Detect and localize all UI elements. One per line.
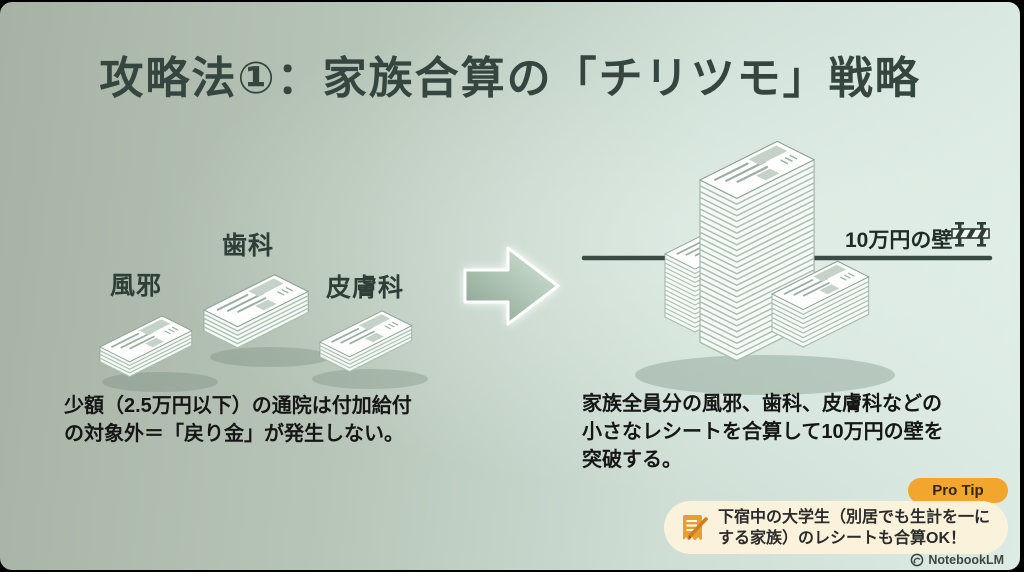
receipt-stack-short [770,260,870,348]
pro-tip-badge: Pro Tip [908,478,1008,503]
receipt-stack-dental [202,274,310,349]
receipt-stack-tall [698,140,816,362]
label-cold: 風邪 [110,272,163,300]
notebooklm-icon [910,553,924,567]
barrier-icon [951,222,990,247]
label-derma: 皮膚科 [326,274,405,302]
note-pencil-icon [683,514,708,541]
receipt-stack-derma [318,310,413,373]
label-dental: 歯科 [222,232,275,260]
notebooklm-wordmark: NotebookLM [928,553,1004,567]
wall-label: 10万円の壁 [845,229,953,252]
left-caption: 少額（2.5万円以下）の通院は付加給付 の対象外＝「戻り金」が発生しない。 [64,395,412,445]
notebooklm-logo: NotebookLM [910,553,1004,567]
pro-tip-box: 下宿中の大学生（別居でも生計を一に する家族）のレシートも合算OK！ [664,501,1008,554]
shadow [210,347,330,367]
shadow [312,369,428,389]
right-caption: 家族全員分の風邪、歯科、皮膚科などの 小さなレシートを合算して10万円の壁を 突… [582,393,944,471]
shadow [635,355,895,395]
left-receipt-stacks-graphic [98,274,428,392]
receipt-stack-cold [98,315,193,378]
arrow-right-icon [463,246,560,326]
slide-title: 攻略法①：家族合算の「チリツモ」戦略 [99,54,921,103]
right-receipt-stacks-graphic [581,140,993,395]
shadow [102,372,218,392]
pro-tip-text: 下宿中の大学生（別居でも生計を一に する家族）のレシートも合算OK！ [718,508,991,547]
